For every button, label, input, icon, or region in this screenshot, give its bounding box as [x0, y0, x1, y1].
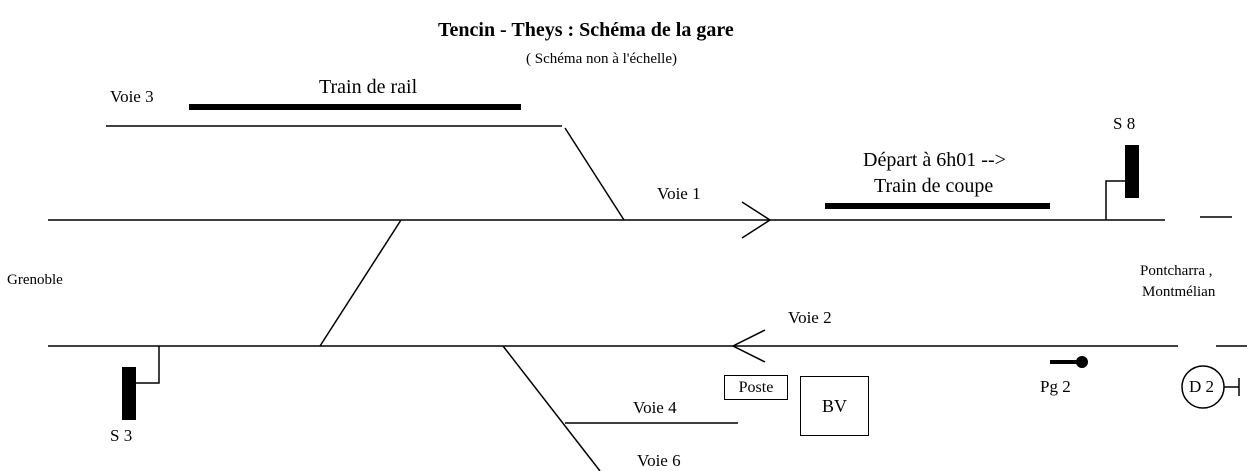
label-train-de-coupe: Train de coupe — [874, 175, 994, 197]
label-poste: Poste — [738, 378, 774, 396]
arrow-voie-2 — [731, 329, 766, 363]
label-voie-6: Voie 6 — [637, 451, 681, 470]
signal-s8 — [1125, 145, 1139, 198]
label-departure: Départ à 6h01 --> — [863, 149, 1006, 171]
label-voie-4: Voie 4 — [633, 398, 677, 417]
label-voie-2: Voie 2 — [788, 308, 832, 327]
diagram-subtitle: ( Schéma non à l'échelle) — [526, 51, 677, 67]
signal-s8-post — [1105, 180, 1125, 220]
train-de-rail — [189, 104, 521, 110]
label-pg2: Pg 2 — [1040, 377, 1071, 396]
signal-s3 — [122, 367, 136, 420]
label-pontcharra: Pontcharra , — [1140, 263, 1213, 279]
train-de-coupe — [825, 203, 1050, 209]
label-montmelian: Montmélian — [1142, 284, 1216, 300]
label-grenoble: Grenoble — [7, 272, 63, 288]
switch-voie3-voie1 — [564, 127, 625, 221]
label-d2: D 2 — [1189, 377, 1215, 396]
label-voie-3: Voie 3 — [110, 87, 154, 106]
diagram-title: Tencin - Theys : Schéma de la gare — [438, 19, 734, 41]
pg2-dot — [1076, 356, 1088, 368]
label-s3: S 3 — [110, 426, 133, 445]
arrow-voie-1 — [741, 201, 772, 239]
label-s8: S 8 — [1113, 114, 1136, 133]
label-bv: BV — [821, 395, 847, 416]
signal-s3-post — [136, 346, 160, 384]
building-bv: BV — [800, 376, 869, 436]
crossover-voie1-voie2 — [319, 219, 402, 347]
building-poste: Poste — [724, 375, 788, 400]
label-voie-1: Voie 1 — [657, 184, 701, 203]
label-train-de-rail: Train de rail — [319, 76, 418, 98]
switch-voie2-voie6 — [502, 345, 601, 471]
